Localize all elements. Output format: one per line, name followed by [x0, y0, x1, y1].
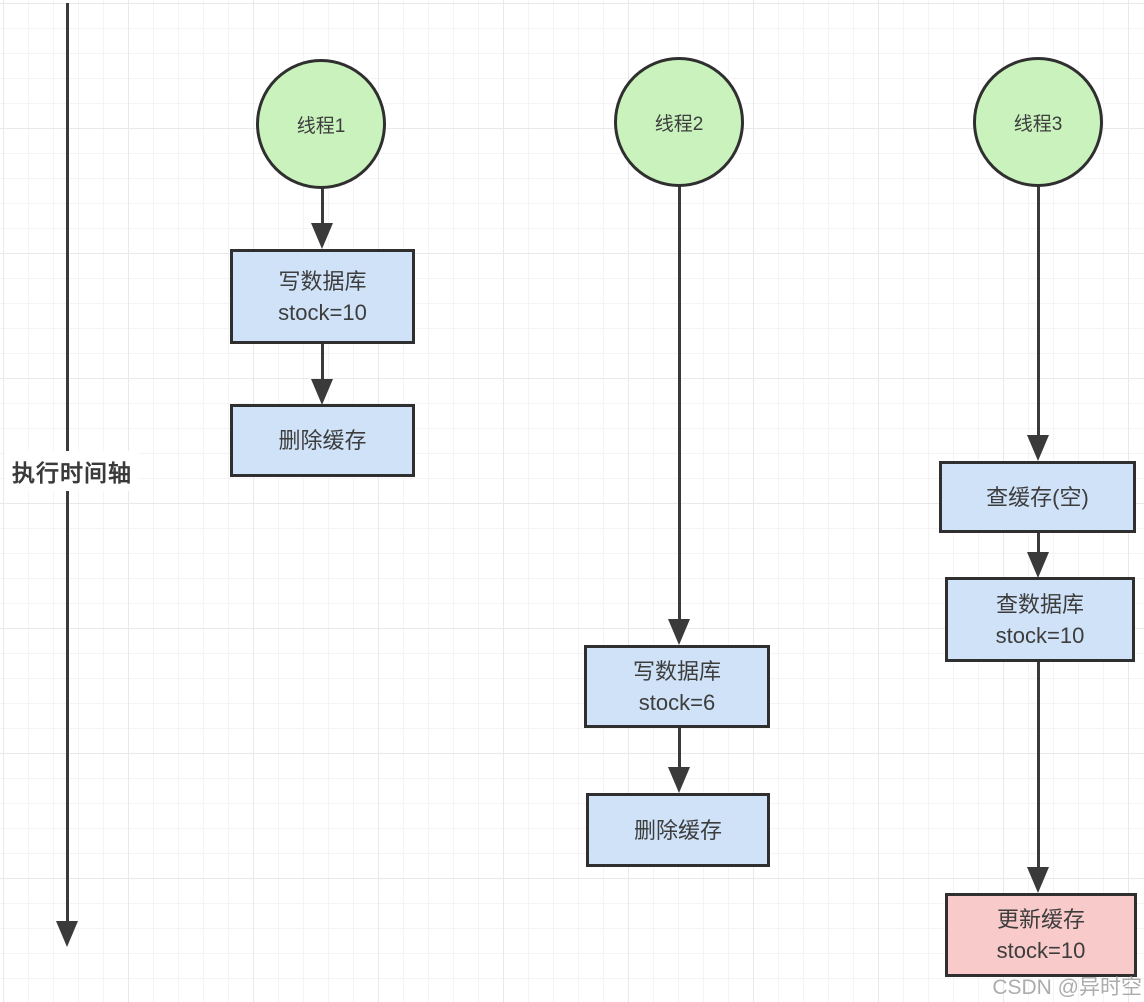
thread-1-step-delete-cache: 删除缓存 [230, 404, 415, 477]
step-line: 更新缓存 [996, 907, 1085, 932]
arrowhead-icon [1027, 867, 1049, 893]
step-line: stock=10 [995, 622, 1085, 648]
timeline-arrowhead-icon [56, 921, 78, 947]
arrow-shaft [677, 728, 681, 771]
arrow-shaft [1036, 186, 1040, 439]
timeline-label: 执行时间轴 [5, 451, 139, 491]
thread-3-step-read-db: 查数据库 stock=10 [945, 577, 1135, 662]
step-line: stock=10 [996, 938, 1086, 963]
arrow-shaft [1036, 533, 1040, 556]
arrow-shaft [320, 344, 324, 383]
arrowhead-icon [311, 379, 333, 405]
arrow-shaft [677, 186, 681, 623]
thread-3-label: 线程3 [1013, 113, 1063, 135]
step-line: 写数据库 [632, 658, 721, 684]
arrowhead-icon [311, 223, 333, 249]
arrowhead-icon [668, 767, 690, 793]
thread-3-step-update-cache: 更新缓存 stock=10 [945, 893, 1137, 977]
thread-3-circle: 线程3 [973, 57, 1103, 187]
thread-2-label: 线程2 [654, 113, 704, 135]
thread-3-step-read-cache: 查缓存(空) [939, 461, 1136, 533]
step-line: 删除缓存 [278, 428, 367, 453]
thread-1-label: 线程1 [296, 115, 346, 137]
thread-2-step-write-db: 写数据库 stock=6 [584, 645, 770, 728]
step-line: 删除缓存 [633, 817, 722, 843]
arrow-down-icon [311, 344, 333, 405]
thread-2-step-delete-cache: 删除缓存 [586, 793, 770, 867]
step-line: 查数据库 [995, 591, 1084, 617]
arrow-down-icon [668, 186, 690, 645]
step-line: 写数据库 [278, 268, 367, 294]
arrow-down-icon [311, 188, 333, 249]
watermark-text: CSDN @异时空 [992, 976, 1142, 999]
step-line: stock=10 [278, 299, 367, 325]
step-line: 查缓存(空) [986, 484, 1089, 510]
arrow-down-icon [668, 728, 690, 793]
arrowhead-icon [1027, 552, 1049, 578]
arrowhead-icon [1027, 435, 1049, 461]
arrow-shaft [1036, 662, 1040, 871]
arrow-shaft [320, 188, 324, 227]
arrow-down-icon [1027, 533, 1049, 578]
arrowhead-icon [668, 619, 690, 645]
arrow-down-icon [1027, 186, 1049, 461]
step-line: stock=6 [638, 689, 716, 715]
thread-2-circle: 线程2 [614, 57, 744, 187]
thread-1-step-write-db: 写数据库 stock=10 [230, 249, 415, 344]
arrow-down-icon [1027, 662, 1049, 893]
thread-1-circle: 线程1 [256, 59, 386, 189]
